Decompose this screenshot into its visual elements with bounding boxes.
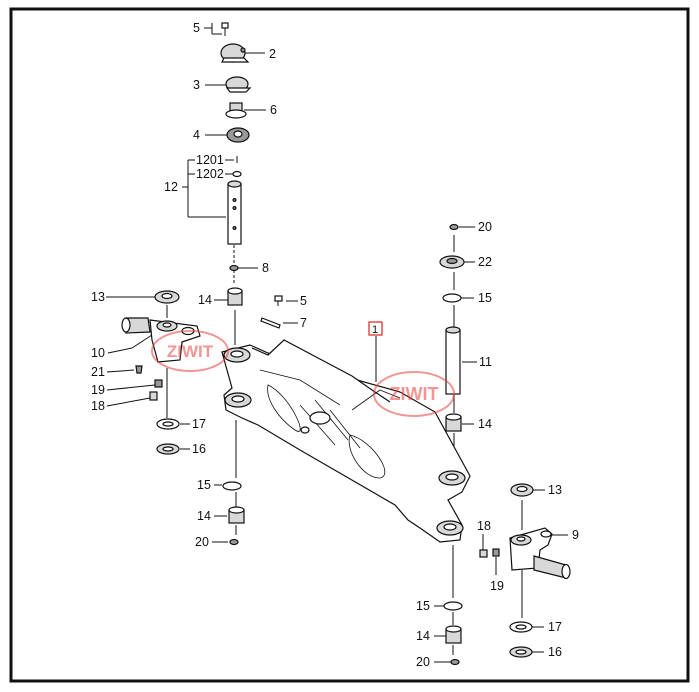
grease-fitting-part-20-right-top bbox=[449, 223, 459, 231]
oring-part-15-bottom-right bbox=[443, 601, 463, 611]
leader-lines bbox=[106, 23, 568, 663]
callout-label: 1201 bbox=[196, 153, 224, 167]
knuckle-part-9-right bbox=[509, 527, 571, 580]
callout-label: 2 bbox=[269, 47, 276, 61]
watermark-text: ZIWIT bbox=[167, 342, 214, 361]
watermark-right: ZIWIT bbox=[373, 371, 455, 417]
callout-label: 22 bbox=[478, 255, 492, 269]
screw-part-21 bbox=[135, 365, 143, 374]
oring-part-15-right bbox=[442, 293, 462, 303]
callout-label: 12 bbox=[164, 180, 178, 194]
callout-label: 17 bbox=[548, 620, 562, 634]
callout-label: 13 bbox=[548, 483, 562, 497]
king-pin-part-12 bbox=[227, 180, 242, 245]
callout-label: 15 bbox=[197, 478, 211, 492]
bolt-part-18-right bbox=[479, 549, 488, 558]
callout-label: 6 bbox=[270, 103, 277, 117]
callout-label: 14 bbox=[416, 629, 430, 643]
axle-beam-part-1 bbox=[221, 339, 471, 543]
washer-part-17-right bbox=[509, 621, 533, 633]
bolt-5-mid bbox=[274, 295, 283, 306]
callout-label: 10 bbox=[91, 346, 105, 360]
plug-1202 bbox=[232, 170, 242, 178]
callout-label: 19 bbox=[91, 383, 105, 397]
callout-label: 7 bbox=[300, 316, 307, 330]
grease-fitting-part-20-left bbox=[229, 538, 239, 546]
callout-label: 20 bbox=[416, 655, 430, 669]
callout-label: 14 bbox=[478, 417, 492, 431]
nut-part-6 bbox=[225, 102, 247, 119]
callout-label: 14 bbox=[198, 293, 212, 307]
bush-part-13-right bbox=[510, 483, 534, 497]
callout-label: 1202 bbox=[196, 167, 224, 181]
callout-label: 13 bbox=[91, 290, 105, 304]
callout-label: 21 bbox=[91, 365, 105, 379]
washer-part-17-left bbox=[156, 418, 180, 430]
watermark-left: ZIWIT bbox=[151, 330, 229, 372]
nut-part-19-right bbox=[492, 548, 500, 557]
callout-label: 11 bbox=[479, 355, 492, 369]
watermark-text: ZIWIT bbox=[390, 384, 439, 404]
callout-1-highlight-box bbox=[368, 321, 383, 336]
bush-part-14-right bbox=[445, 413, 462, 432]
callout-label: 19 bbox=[490, 579, 504, 593]
bolt-part-18-left bbox=[149, 391, 158, 401]
washer-part-16-left bbox=[156, 443, 180, 455]
callout-label: 20 bbox=[195, 535, 209, 549]
nut-part-19-left bbox=[154, 379, 163, 388]
callout-label: 8 bbox=[262, 261, 269, 275]
callout-label: 16 bbox=[192, 442, 206, 456]
callout-label: 17 bbox=[192, 417, 206, 431]
diagram-frame bbox=[9, 7, 690, 683]
king-pin-part-11 bbox=[445, 326, 461, 395]
grease-nipple-part-8 bbox=[229, 264, 239, 272]
cap-part-22 bbox=[439, 255, 465, 269]
callout-label: 1 bbox=[372, 324, 378, 336]
callout-label: 15 bbox=[416, 599, 430, 613]
cover-part-4 bbox=[226, 127, 250, 143]
bush-part-14-bottom-left bbox=[228, 506, 245, 524]
bush-part-14-bottom-right bbox=[445, 625, 462, 644]
cap-part-2 bbox=[220, 43, 250, 63]
grease-fitting-part-20-bottom-right bbox=[450, 658, 460, 666]
callout-label: 4 bbox=[193, 128, 200, 142]
washer-part-16-right bbox=[509, 646, 533, 658]
callout-labels: 5 2 3 6 4 1201 1202 12 8 13 14 5 7 10 21… bbox=[91, 21, 579, 669]
callout-label: 14 bbox=[197, 509, 211, 523]
bush-part-13-left bbox=[154, 290, 180, 304]
callout-label: 9 bbox=[572, 528, 579, 542]
callout-label: 3 bbox=[193, 78, 200, 92]
callout-label: 18 bbox=[477, 519, 491, 533]
oring-part-15-left bbox=[222, 481, 242, 491]
plate-part-3 bbox=[225, 76, 252, 93]
pin-part-7 bbox=[260, 317, 281, 329]
callout-label: 5 bbox=[193, 21, 200, 35]
callout-label: 20 bbox=[478, 220, 492, 234]
callout-label: 5 bbox=[300, 294, 307, 308]
callout-label: 16 bbox=[548, 645, 562, 659]
bush-part-14-top-left bbox=[227, 287, 243, 306]
callout-label: 18 bbox=[91, 399, 105, 413]
bolt-5-top bbox=[221, 22, 229, 36]
callout-label: 15 bbox=[478, 291, 492, 305]
